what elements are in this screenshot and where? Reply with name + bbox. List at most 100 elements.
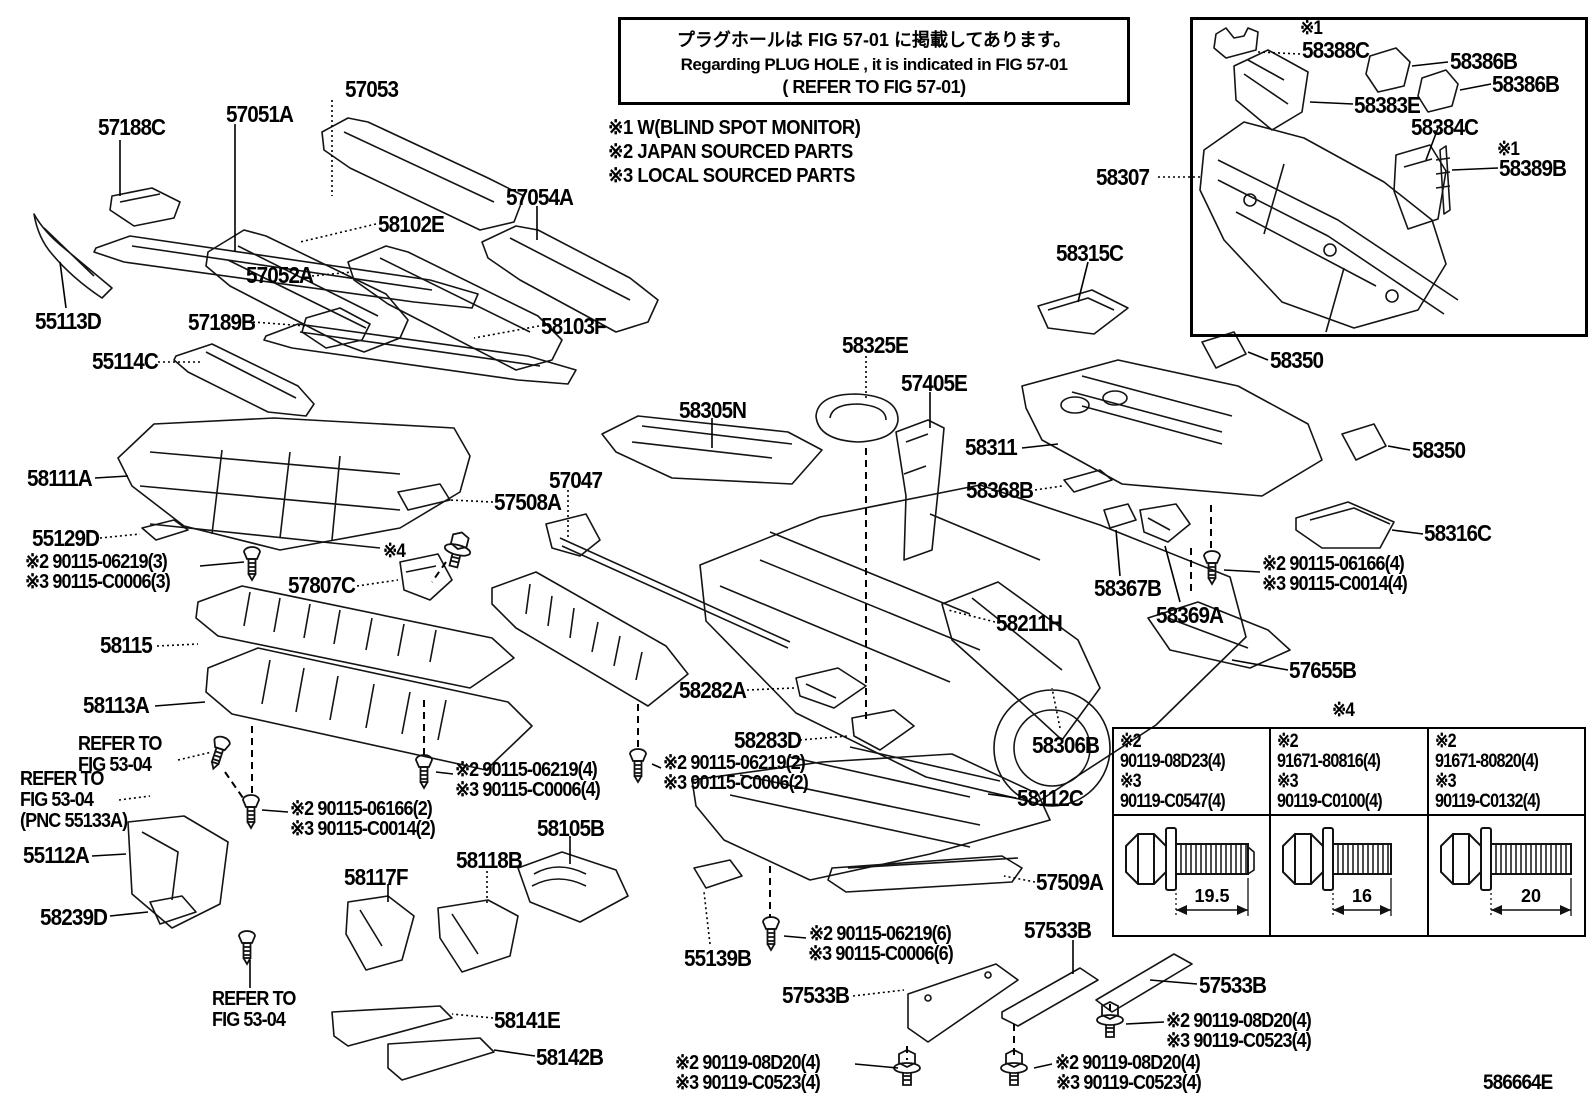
part-58386b-b xyxy=(1417,69,1459,113)
label-57533b: 57533B xyxy=(1199,972,1267,998)
part-55129d xyxy=(141,519,189,541)
part-57533b-mid xyxy=(1001,967,1099,1027)
label-1: ※1 xyxy=(1300,18,1323,39)
part-58311-hole2 xyxy=(1102,390,1128,406)
label-57807c: 57807C xyxy=(288,572,356,598)
part-58103f xyxy=(263,323,577,385)
note2-marker: ※2 xyxy=(1120,731,1142,752)
part-58307-hole xyxy=(1243,193,1257,207)
part-58112c-ribs xyxy=(729,746,1001,848)
label-2-90115-06219-3: ※2 90115-06219(3) xyxy=(25,551,168,573)
label-58369a: 58369A xyxy=(1156,602,1224,628)
bolt-drawing: 19.5 xyxy=(1125,827,1255,916)
part-57533b-hole xyxy=(924,994,932,1002)
part-58282a xyxy=(795,667,867,709)
note3-marker: ※3 xyxy=(1277,771,1299,792)
part-58383e xyxy=(1233,49,1309,131)
part-55113d xyxy=(33,213,113,299)
legend-item-2: ※2 JAPAN SOURCED PARTS xyxy=(608,141,853,163)
label-55139b: 55139B xyxy=(684,945,752,971)
label-58367b: 58367B xyxy=(1094,575,1162,601)
label-58325e: 58325E xyxy=(842,332,909,358)
part-58113a-ribs xyxy=(261,659,447,741)
label-3-90115-c0014-4: ※3 90115-C0014(4) xyxy=(1262,573,1408,595)
part-57533b-hole xyxy=(984,971,992,979)
label-58386b: 58386B xyxy=(1492,71,1560,97)
label-refer-to-fig-53-04-pnc-55133a: REFER TO FIG 53-04 (PNC 55133A) xyxy=(20,768,128,832)
part-57052a xyxy=(347,245,563,371)
label-55112a: 55112A xyxy=(23,842,90,868)
label-58118b: 58118B xyxy=(456,847,523,873)
label-58311: 58311 xyxy=(965,434,1018,460)
label-58102e: 58102E xyxy=(378,211,445,237)
label-2-90119-08d20-4: ※2 90119-08D20(4) xyxy=(675,1052,821,1074)
part-58142b xyxy=(387,1037,495,1081)
part-number: 90119-C0547(4) xyxy=(1120,791,1226,812)
label-58117f: 58117F xyxy=(344,864,409,890)
label-4: ※4 xyxy=(383,541,406,562)
label-57508a: 57508A xyxy=(494,489,562,515)
legend-item-3: ※3 LOCAL SOURCED PARTS xyxy=(608,165,855,187)
part-58113a xyxy=(205,647,533,771)
legend-item-1: ※1 W(BLIND SPOT MONITOR) xyxy=(608,117,861,139)
part-number: 91671-80820(4) xyxy=(1434,751,1539,772)
label-58383e: 58383E xyxy=(1354,92,1421,118)
note-line-refer: ( REFER TO FIG 57-01) xyxy=(782,77,966,97)
label-57054a: 57054A xyxy=(506,184,574,210)
note2-marker: ※2 xyxy=(1277,731,1299,752)
part-number: 90119-C0132(4) xyxy=(1434,791,1541,812)
label-58111a: 58111A xyxy=(27,465,93,491)
label-1: ※1 xyxy=(1497,139,1520,160)
label-58388c: 58388C xyxy=(1302,37,1370,63)
note-line-jp: プラグホールは FIG 57-01 に掲載してあります。 xyxy=(676,30,1072,50)
part-58315c xyxy=(1037,289,1129,335)
back-panel-inset-box xyxy=(1190,17,1588,337)
label-58316c: 58316C xyxy=(1424,520,1492,546)
label-3-90115-c0006-2: ※3 90115-C0006(2) xyxy=(663,772,809,794)
part-58367b xyxy=(1103,503,1137,529)
label-57533b: 57533B xyxy=(782,982,850,1008)
fastener-column-3: ※2 91671-80820(4) ※3 90119-C0132(4) xyxy=(1428,729,1584,935)
label-3-90115-c0006-6: ※3 90115-C0006(6) xyxy=(808,943,954,965)
label-58141e: 58141E xyxy=(494,1007,561,1033)
label-2-90115-06219-2: ※2 90115-06219(2) xyxy=(663,752,806,774)
part-55114c xyxy=(173,343,315,417)
label-58305n: 58305N xyxy=(679,397,747,423)
label-55129d: 55129D xyxy=(32,525,100,551)
label-55114c: 55114C xyxy=(92,348,159,374)
part-58112c xyxy=(691,753,1051,881)
bolt-length-dim: 20 xyxy=(1521,886,1541,906)
part-58307-panel xyxy=(1199,121,1447,329)
label-58113a: 58113A xyxy=(83,692,150,718)
part-57807c xyxy=(399,553,453,601)
fastener-column-1: ※2 90119-08D23(4) ※3 90119-C0547(4) xyxy=(1114,729,1272,935)
label-58350: 58350 xyxy=(1412,437,1466,463)
label-586664e: 586664E xyxy=(1483,1071,1553,1094)
part-58105b xyxy=(517,851,629,923)
part-58311 xyxy=(1021,359,1323,497)
label-2-90115-06219-6: ※2 90115-06219(6) xyxy=(809,923,952,945)
label-58142b: 58142B xyxy=(536,1044,604,1070)
label-57509a: 57509A xyxy=(1036,869,1104,895)
label-3-90119-c0523-4: ※3 90119-C0523(4) xyxy=(1056,1072,1202,1094)
part-58211h-pan xyxy=(699,484,1247,804)
part-58307-hole xyxy=(1385,289,1399,303)
part-58111a-ribs xyxy=(139,449,401,549)
label-57189b: 57189B xyxy=(188,309,256,335)
label-refer-to-fig-53-04: REFER TO FIG 53-04 xyxy=(212,988,296,1031)
part-58118b xyxy=(437,899,519,973)
label-57655b: 57655B xyxy=(1289,657,1357,683)
part-58283d xyxy=(851,709,915,751)
label-58307: 58307 xyxy=(1096,164,1150,190)
label-57051a: 57051A xyxy=(226,101,294,127)
part-57054a xyxy=(481,225,659,333)
part-58115 xyxy=(195,585,515,689)
label-58115: 58115 xyxy=(100,632,153,658)
part-58316c xyxy=(1295,501,1395,549)
note3-marker: ※3 xyxy=(1434,771,1457,792)
part-58311-hole xyxy=(1060,396,1090,414)
label-58105b: 58105B xyxy=(537,815,605,841)
part-58102e xyxy=(93,235,479,309)
